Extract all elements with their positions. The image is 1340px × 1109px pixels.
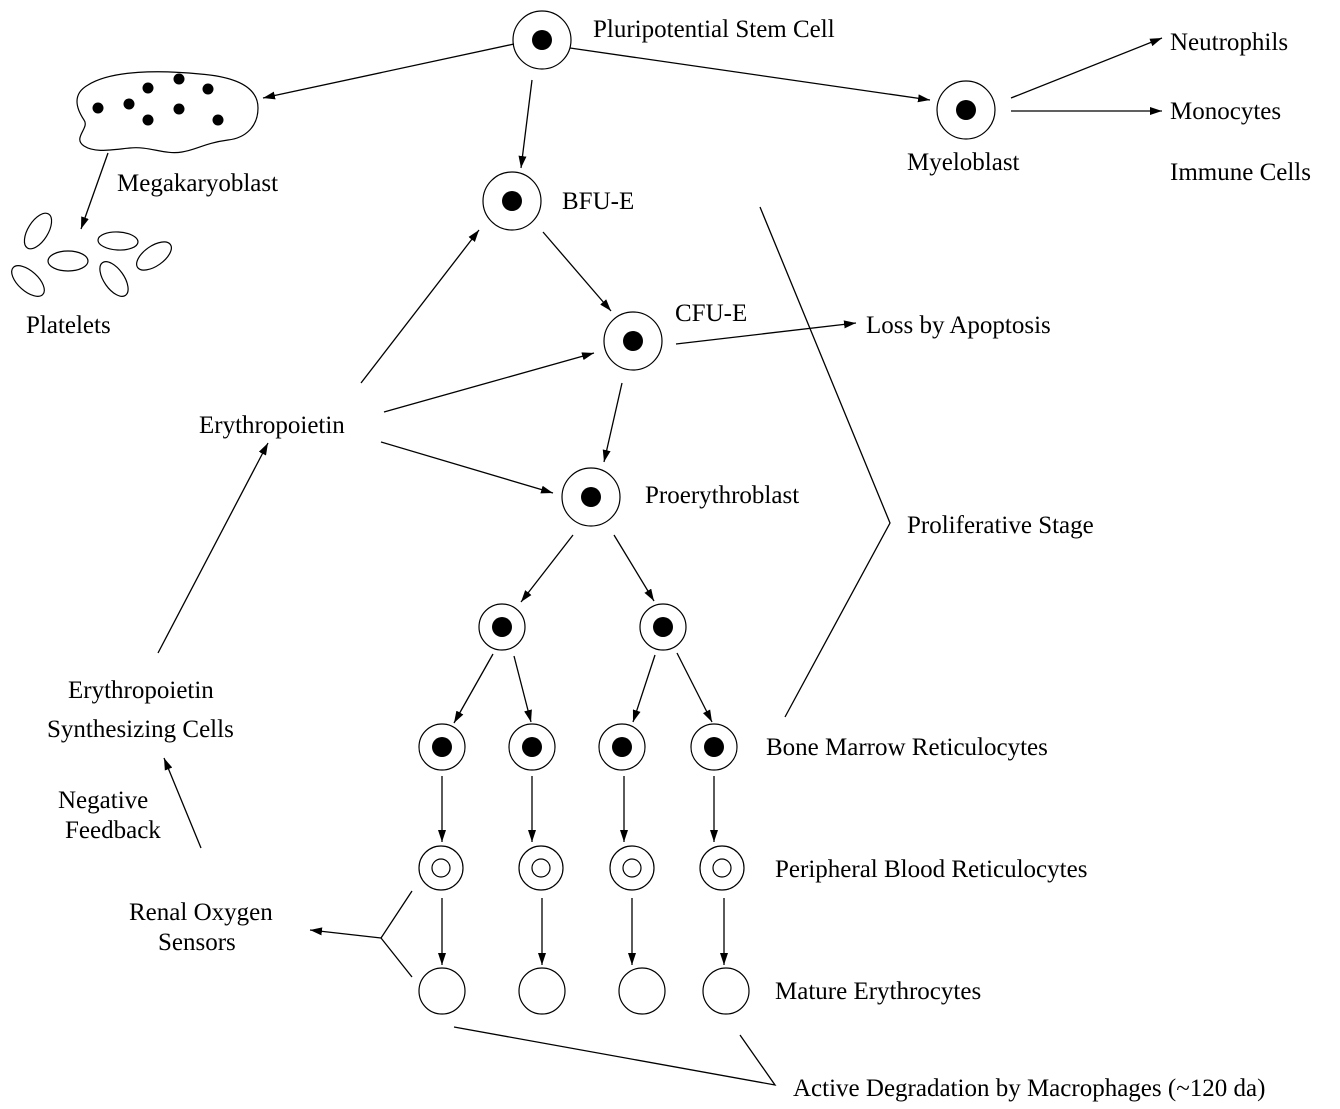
proliferative-stage-label: Proliferative Stage [907,512,1094,539]
erythropoietin-label: Erythropoietin [199,412,345,439]
arrow-split-1 [453,653,494,724]
peripheral-reticulocyte-cell [518,845,564,891]
cfu-e-cell [603,311,663,371]
bfu-e-label: BFU-E [562,188,634,215]
mature-erythrocyte-cell [518,967,566,1015]
stem-cell-label: Pluripotential Stem Cell [593,16,835,43]
arrow-split-4 [676,652,713,723]
arrow-synth-to-epo [157,442,269,654]
arrow-myeloblast-to-neutrophils [1010,37,1163,99]
active-degradation-label: Active Degradation by Macrophages (~120 … [793,1075,1265,1102]
arrow-stem-to-megakaryoblast [262,43,515,100]
proliferative-bracket [759,206,891,718]
loss-by-apoptosis-label: Loss by Apoptosis [866,312,1051,339]
myeloblast-cell [936,80,996,140]
arrow-cfu-e-to-proerythroblast [602,382,623,463]
peripheral-reticulocyte-cell [699,845,745,891]
arrow-renal-to-synth [163,757,202,849]
arrows [80,37,1163,965]
stem-cell [512,10,572,70]
monocytes-label: Monocytes [1170,98,1281,125]
bone-marrow-reticulocyte-cell [598,723,646,771]
erythroblast-cell [639,603,687,651]
epo-synth-label-line1: Erythropoietin [68,677,214,704]
arrow-cfu-e-to-apoptosis [675,320,857,345]
degradation-bracket [453,1026,777,1086]
cfu-e-label: CFU-E [675,300,747,327]
epo-synth-label-line2: Synthesizing Cells [47,716,234,743]
bfu-e-cell [482,171,542,231]
bone-marrow-reticulocytes-label: Bone Marrow Reticulocytes [766,734,1048,761]
arrow-stem-to-bfu-e [518,79,533,169]
proerythroblast-label: Proerythroblast [645,482,799,509]
mature-erythrocyte-cell [702,967,750,1015]
brackets [380,206,891,1086]
peripheral-reticulocyte-cell [418,845,464,891]
arrow-epo-to-cfu-e [383,352,595,413]
mature-erythrocyte-cell [418,967,466,1015]
bone-marrow-reticulocyte-cell [508,723,556,771]
peripheral-reticulocyte-cell [609,845,655,891]
platelets-label: Platelets [26,312,111,339]
negative-feedback-label-line1: Negative [58,787,148,814]
arrow-bfu-e-to-cfu-e [542,231,612,312]
megakaryoblast-cell [76,71,259,154]
arrow-proerythroblast-to-right [613,534,655,602]
megakaryoblast-label: Megakaryoblast [117,170,278,197]
arrow-epo-to-proerythroblast [380,441,554,494]
bone-marrow-reticulocyte-cell [418,723,466,771]
peripheral-blood-reticulocytes-label: Peripheral Blood Reticulocytes [775,856,1087,883]
labels: Pluripotential Stem Cell Megakaryoblast … [26,16,1311,1102]
bone-marrow-reticulocyte-cell [690,723,738,771]
proerythroblast-cell [561,467,621,527]
arrow-split-3 [632,654,656,723]
renal-sensor-bracket [380,890,413,978]
arrow-stem-to-myeloblast [569,47,931,103]
arrow-to-renal-sensors [309,927,382,939]
neutrophils-label: Neutrophils [1170,29,1288,56]
myeloblast-label: Myeloblast [907,149,1020,176]
arrow-epo-to-bfu-e [360,229,480,384]
mature-erythrocyte-cell [618,967,666,1015]
erythroblast-cell [478,603,526,651]
renal-sensors-label-line1: Renal Oxygen [129,899,273,926]
negative-feedback-label-line2: Feedback [65,817,161,844]
arrow-proerythroblast-to-left [520,534,574,603]
arrow-megakaryoblast-to-platelets [80,152,109,230]
platelets-group [11,212,172,297]
mature-erythrocytes-label: Mature Erythrocytes [775,978,981,1005]
arrow-split-2 [513,655,532,723]
renal-sensors-label-line2: Sensors [158,929,236,956]
immune-cells-label: Immune Cells [1170,159,1311,186]
